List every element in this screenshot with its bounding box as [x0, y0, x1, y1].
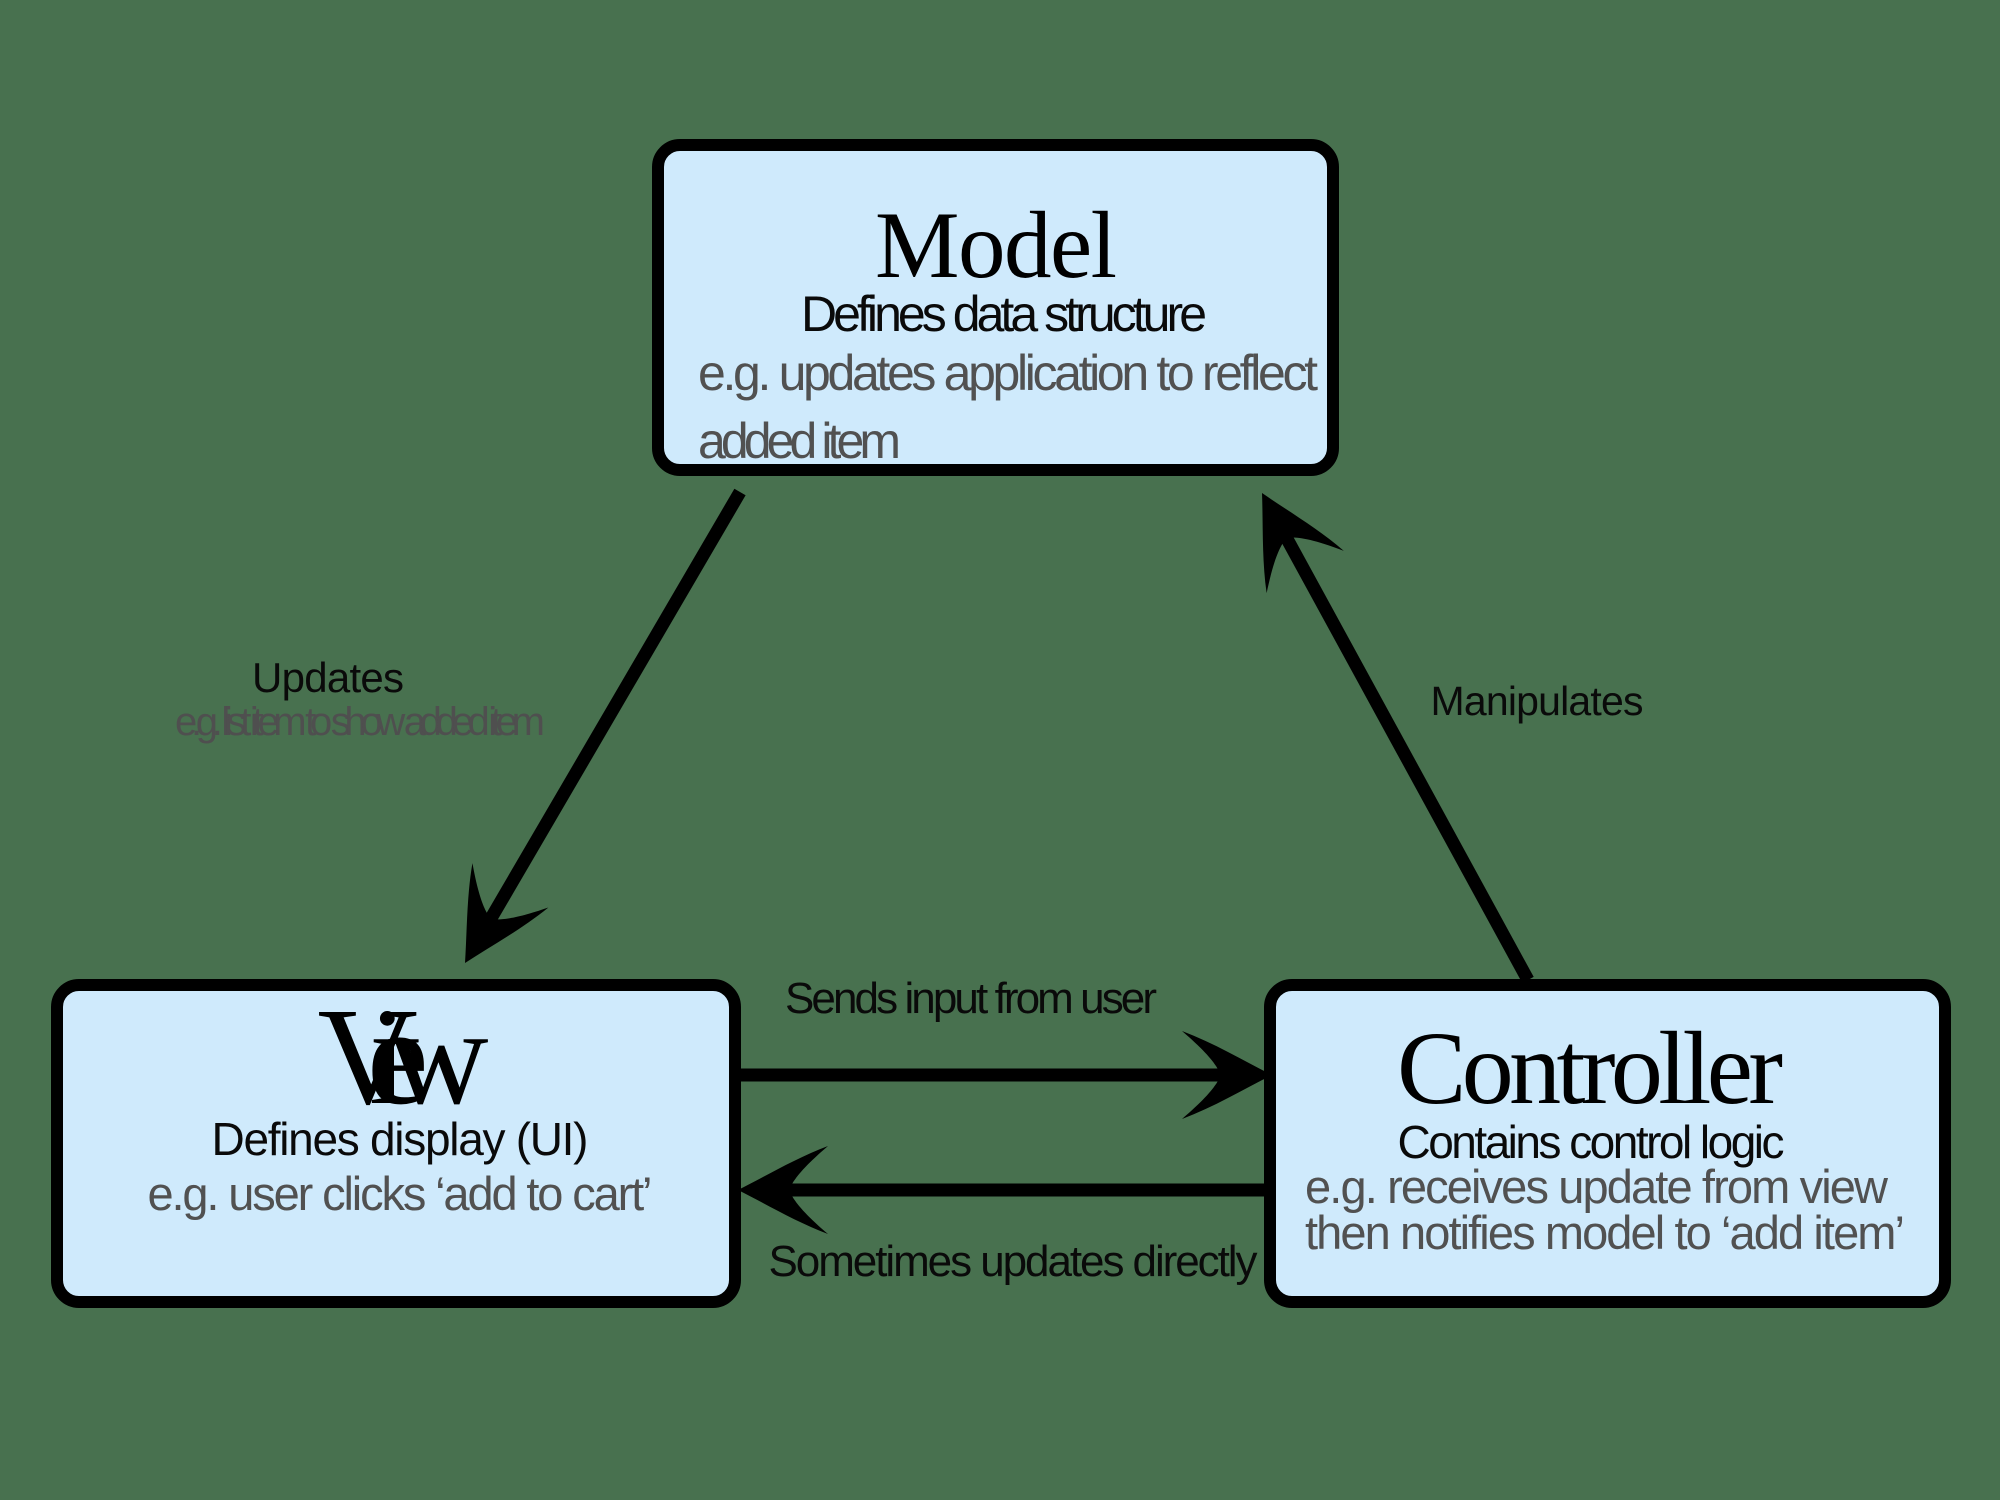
view-box [51, 979, 741, 1308]
controller-example-line2: then notifies model to ‘add item’ [1305, 1206, 1905, 1259]
arrow-shaft-manipulates [1280, 533, 1534, 984]
view-subtitle: Defines display (UI) [212, 1113, 589, 1165]
arrow-controller-to-model [1262, 493, 1534, 984]
controller-box [1264, 979, 1951, 1308]
controller-subtitle: Contains control logic [1398, 1116, 1785, 1168]
arrowhead-sends-input [1182, 1031, 1272, 1119]
controller-title: Controller [1397, 1011, 1783, 1126]
updates-arrow-sublabel: e.g. list item to show added item [175, 700, 545, 744]
model-title: Model [875, 192, 1117, 298]
arrow-model-to-view [465, 488, 746, 963]
model-example-line2: added item [698, 413, 901, 469]
view-example-line1: e.g. user clicks ‘add to cart’ [148, 1167, 653, 1220]
sends-input-arrow-label: Sends input from user [785, 974, 1157, 1023]
arrow-shaft-updates [484, 488, 746, 924]
arrow-controller-to-view [738, 1146, 1272, 1234]
model-box [652, 139, 1339, 476]
arrowhead-updates [465, 863, 549, 963]
arrowhead-sometimes-updates [738, 1146, 828, 1234]
view-node: View Defines display (UI) e.g. user clic… [51, 979, 741, 1308]
updates-arrow-label: Updates [252, 654, 404, 701]
arrow-view-to-controller [738, 1031, 1272, 1119]
model-example-line1: e.g. updates application to reflect [698, 345, 1318, 401]
arrowhead-manipulates [1262, 493, 1344, 594]
model-subtitle: Defines data structure [801, 286, 1207, 342]
controller-node: Controller Contains control logic e.g. r… [1264, 979, 1951, 1308]
manipulates-arrow-label: Manipulates [1431, 678, 1644, 724]
view-title: View [318, 980, 489, 1134]
controller-example-line1: e.g. receives update from view [1305, 1160, 1889, 1213]
sometimes-updates-arrow-label: Sometimes updates directly [769, 1237, 1258, 1286]
model-node: Model Defines data structure e.g. update… [652, 139, 1339, 476]
